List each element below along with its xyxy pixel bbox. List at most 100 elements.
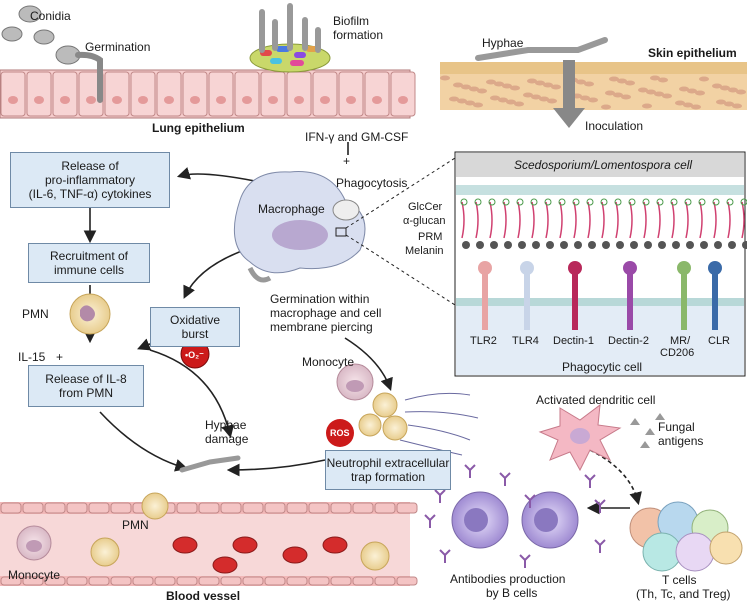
skin-cell bbox=[551, 84, 561, 90]
clr-label: CLR bbox=[708, 335, 731, 347]
vessel-wall-cell bbox=[264, 576, 286, 586]
melanin-granule bbox=[560, 241, 568, 249]
hyphae-label: Hyphae bbox=[482, 36, 524, 50]
glccer-mark bbox=[502, 198, 510, 206]
skin-cell bbox=[449, 96, 459, 102]
tlr4-label: TLR4 bbox=[512, 335, 539, 347]
oxidative-line-1: Oxidative bbox=[169, 313, 221, 327]
mr-label: MR/ bbox=[670, 335, 691, 347]
pmn-label: PMN bbox=[22, 307, 49, 321]
skin-cell bbox=[679, 86, 689, 92]
glccer-mark bbox=[698, 198, 706, 206]
il15-plus: + bbox=[56, 350, 64, 364]
blood-pmn-label: PMN bbox=[122, 518, 149, 532]
vessel-wall-cell bbox=[110, 502, 132, 514]
glccer-mark bbox=[572, 198, 580, 206]
skin-cell bbox=[720, 85, 730, 91]
lung-nucleus bbox=[242, 96, 252, 104]
lung-nucleus bbox=[164, 96, 174, 104]
glccer-mark bbox=[656, 198, 664, 206]
skin-cell bbox=[510, 85, 520, 91]
red-blood-cell bbox=[322, 536, 348, 554]
lung-cell bbox=[208, 71, 234, 117]
antibody bbox=[594, 499, 606, 513]
lung-cell bbox=[260, 71, 286, 117]
receptor-group bbox=[478, 261, 722, 330]
melanin-granule bbox=[462, 241, 470, 249]
vessel-wall-cell bbox=[286, 576, 308, 586]
lung-nucleus bbox=[398, 96, 408, 104]
lung-cell bbox=[234, 71, 260, 117]
t-cell-cluster bbox=[629, 501, 743, 572]
lung-nucleus bbox=[34, 96, 44, 104]
net-line-2: trap formation bbox=[350, 470, 426, 484]
inoculation-label: Inoculation bbox=[585, 119, 644, 133]
vessel-wall-cell bbox=[110, 576, 132, 586]
glccer-mark bbox=[614, 198, 622, 206]
skin-cell bbox=[675, 100, 685, 106]
skin-cell bbox=[642, 103, 652, 109]
germination-icon bbox=[55, 45, 103, 103]
skin-cell bbox=[650, 75, 660, 81]
fungal-antigens-2: antigens bbox=[658, 434, 704, 448]
il15-label: IL-15 bbox=[18, 350, 46, 364]
receptor-stalk bbox=[482, 270, 488, 330]
dectin2-label: Dectin-2 bbox=[608, 335, 649, 347]
skin-cell bbox=[469, 86, 479, 92]
lung-cell bbox=[104, 71, 130, 117]
lung-cell bbox=[0, 71, 26, 117]
red-blood-cell bbox=[172, 536, 198, 554]
glccer-mark bbox=[474, 198, 482, 206]
melanin-granule bbox=[700, 241, 708, 249]
vessel-wall-cell bbox=[374, 502, 396, 514]
skin-cell bbox=[605, 90, 615, 96]
vessel-wall-cell bbox=[154, 576, 176, 586]
biofilm-icon bbox=[249, 3, 331, 73]
antibody bbox=[434, 489, 446, 503]
receptor-head bbox=[568, 261, 582, 275]
receptor-head bbox=[623, 261, 637, 275]
vessel-wall-cell bbox=[330, 502, 352, 514]
release-line-3: (IL-6, TNF-α) cytokines bbox=[28, 187, 152, 201]
hyphae-damage-2: damage bbox=[205, 432, 249, 446]
skin-cell bbox=[728, 87, 738, 93]
receptor-stalk bbox=[524, 270, 530, 330]
skin-cell bbox=[617, 78, 627, 84]
dendritic-cell bbox=[538, 403, 622, 472]
skin-cell bbox=[625, 80, 635, 86]
release-line-2: pro-inflammatory bbox=[44, 173, 136, 187]
superoxide-label: •O₂⁻ bbox=[185, 350, 204, 360]
vessel-wall-cell bbox=[132, 576, 154, 586]
vessel-wall-cell bbox=[66, 502, 88, 514]
glccer-mark bbox=[726, 198, 734, 206]
germination-within-3: membrane piercing bbox=[270, 320, 373, 334]
receptor-stalk bbox=[712, 270, 718, 330]
oxidative-line-2: burst bbox=[181, 327, 209, 341]
lung-nucleus bbox=[112, 96, 122, 104]
germination-within-2: macrophage and cell bbox=[270, 306, 382, 320]
melanin-granule bbox=[686, 241, 694, 249]
antibody bbox=[439, 549, 451, 563]
melanin-granule bbox=[476, 241, 484, 249]
recruit-line-2: immune cells bbox=[53, 263, 125, 277]
skin-cell bbox=[695, 90, 705, 96]
melanin-granule bbox=[490, 241, 498, 249]
antibody bbox=[519, 554, 531, 568]
vessel-wall-cell bbox=[198, 502, 220, 514]
il8-line-2: from PMN bbox=[59, 386, 113, 400]
alpha-glucan-label: α-glucan bbox=[403, 215, 446, 227]
antibodies-label-1: Antibodies production bbox=[450, 572, 566, 586]
vessel-wall-cell bbox=[264, 502, 286, 514]
pmn-cell bbox=[69, 293, 111, 335]
receptor-stalk bbox=[627, 270, 633, 330]
melanin-granule bbox=[714, 241, 722, 249]
lung-cell bbox=[364, 71, 390, 117]
cell-panel bbox=[454, 151, 747, 377]
skin-epithelium-layer bbox=[440, 62, 747, 110]
lung-cell bbox=[312, 71, 338, 117]
glccer-mark bbox=[670, 198, 678, 206]
inoculation-arrow-icon bbox=[553, 60, 585, 128]
melanin-granule bbox=[546, 241, 554, 249]
melanin-granule bbox=[602, 241, 610, 249]
